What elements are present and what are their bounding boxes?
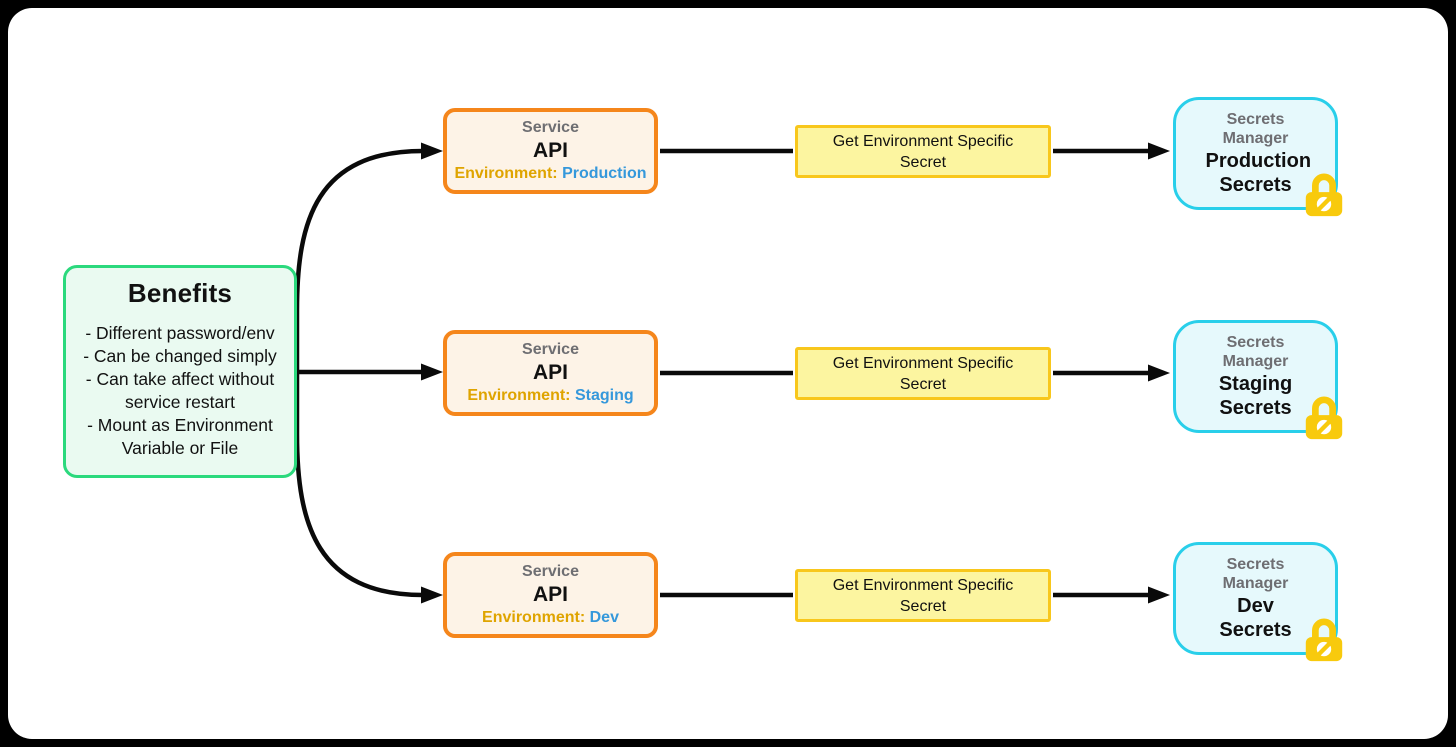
store-category-label: Secrets Manager bbox=[1222, 110, 1289, 148]
arrowhead-store-3 bbox=[1148, 586, 1170, 604]
lock-icon bbox=[1305, 396, 1343, 440]
benefits-list: - Different password/env - Can be change… bbox=[66, 322, 294, 460]
store-name-label: Dev Secrets bbox=[1219, 594, 1292, 642]
arrowhead-store-2 bbox=[1148, 364, 1170, 382]
environment-value: Staging bbox=[574, 387, 634, 405]
benefits-to-production-arrow bbox=[294, 148, 424, 372]
service-api-box-staging: Service API Environment: Staging bbox=[443, 330, 658, 416]
benefits-item: - Can take affect without service restar… bbox=[85, 369, 275, 412]
secrets-manager-box-dev: Secrets Manager Dev Secrets bbox=[1173, 542, 1338, 655]
lock-icon bbox=[1305, 173, 1343, 217]
service-environment-label: Environment: Production bbox=[454, 164, 646, 184]
secrets-manager-box-staging: Secrets Manager Staging Secrets bbox=[1173, 320, 1338, 433]
store-name-label: Staging Secrets bbox=[1218, 372, 1293, 420]
environment-key: Environment: bbox=[454, 165, 558, 183]
store-category-label: Secrets Manager bbox=[1222, 333, 1289, 371]
arrowhead-staging bbox=[421, 363, 443, 381]
arrowhead-store-1 bbox=[1148, 142, 1170, 160]
benefits-item: - Can be changed simply bbox=[83, 346, 277, 366]
service-category-label: Service bbox=[522, 562, 579, 580]
store-category-label: Secrets Manager bbox=[1222, 555, 1289, 593]
arrowhead-production bbox=[421, 142, 443, 160]
action-label: Get Environment Specific Secret bbox=[832, 576, 1014, 615]
store-name-label: Production Secrets bbox=[1205, 149, 1312, 197]
lock-icon bbox=[1305, 618, 1343, 662]
service-name-label: API bbox=[532, 138, 568, 162]
service-name-label: API bbox=[532, 360, 568, 384]
service-category-label: Service bbox=[522, 118, 579, 136]
service-api-box-dev: Service API Environment: Dev bbox=[443, 552, 658, 638]
environment-key: Environment: bbox=[482, 609, 586, 627]
service-environment-label: Environment: Dev bbox=[482, 608, 619, 628]
secrets-manager-box-production: Secrets Manager Production Secrets bbox=[1173, 97, 1338, 210]
action-label: Get Environment Specific Secret bbox=[832, 354, 1014, 393]
benefits-title: Benefits bbox=[127, 278, 233, 308]
action-box-dev: Get Environment Specific Secret bbox=[795, 569, 1051, 622]
action-box-production: Get Environment Specific Secret bbox=[795, 125, 1051, 178]
arrowhead-dev bbox=[421, 586, 443, 604]
benefits-item: - Different password/env bbox=[85, 323, 275, 343]
action-label: Get Environment Specific Secret bbox=[832, 132, 1014, 171]
service-environment-label: Environment: Staging bbox=[467, 386, 633, 406]
environment-value: Production bbox=[562, 165, 647, 183]
benefits-to-dev-arrow bbox=[294, 372, 424, 598]
environment-key: Environment: bbox=[467, 387, 571, 405]
action-box-staging: Get Environment Specific Secret bbox=[795, 347, 1051, 400]
benefits-box: Benefits - Different password/env - Can … bbox=[63, 265, 297, 478]
benefits-item: - Mount as Environment Variable or File bbox=[87, 415, 273, 458]
environment-value: Dev bbox=[589, 609, 619, 627]
service-category-label: Service bbox=[522, 340, 579, 358]
service-name-label: API bbox=[532, 582, 568, 606]
service-api-box-production: Service API Environment: Production bbox=[443, 108, 658, 194]
